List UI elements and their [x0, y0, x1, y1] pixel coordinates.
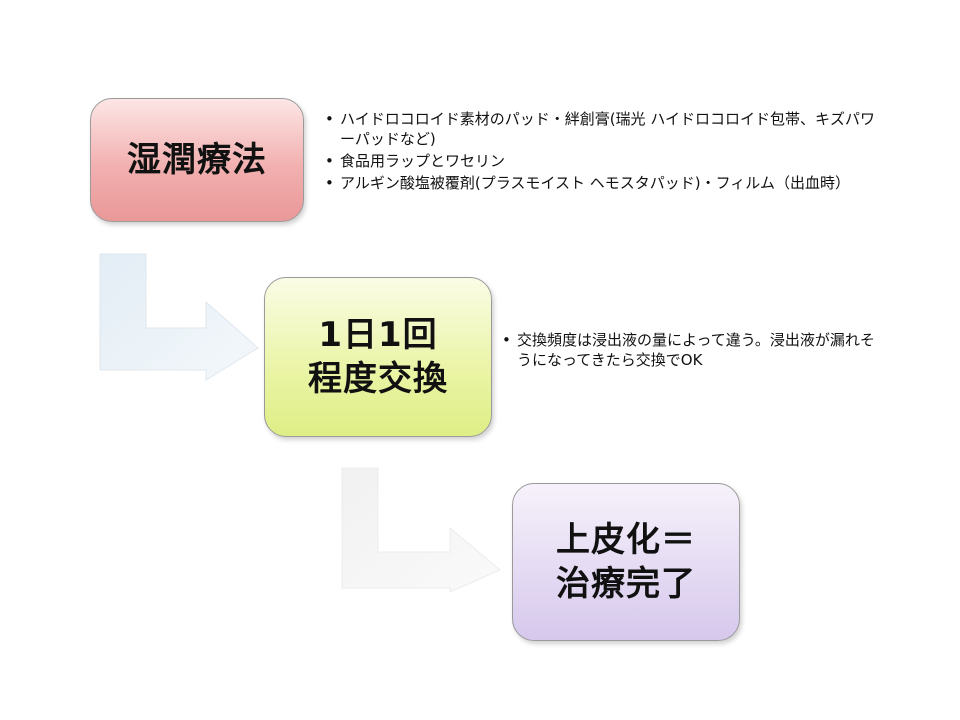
step-title-line: 程度交換: [308, 359, 448, 399]
notes-wet-therapy: • ハイドロコロイド素材のパッド・絆創膏(瑞光 ハイドロコロイド包帯、キズパワー…: [325, 109, 885, 195]
note-text: 食品用ラップとワセリン: [340, 152, 506, 170]
arrow-step1-to-step2: [99, 253, 259, 381]
step-box-healing: 上皮化＝ 治療完了: [512, 483, 740, 641]
arrow-step2-to-step3: [341, 467, 501, 593]
step-title-line: 上皮化＝: [556, 520, 696, 560]
step-box-wet-therapy: 湿潤療法: [90, 98, 304, 222]
step-title-line: 1日1回: [318, 315, 438, 355]
step-title-line: 湿潤療法: [127, 140, 267, 180]
list-item: • ハイドロコロイド素材のパッド・絆創膏(瑞光 ハイドロコロイド包帯、キズパワー…: [325, 109, 885, 149]
bullet-icon: •: [325, 110, 334, 128]
note-text: ハイドロコロイド素材のパッド・絆創膏(瑞光 ハイドロコロイド包帯、キズパワーパッ…: [340, 110, 876, 148]
bullet-icon: •: [502, 331, 511, 349]
step-box-exchange: 1日1回 程度交換: [264, 277, 492, 437]
bullet-icon: •: [325, 174, 334, 192]
note-text: 交換頻度は浸出液の量によって違う。浸出液が漏れそうになってきたら交換でOK: [517, 331, 875, 369]
note-text: アルギン酸塩被覆剤(プラスモイスト ヘモスタパッド)・フィルム（出血時）: [340, 174, 850, 192]
step-title-line: 治療完了: [556, 564, 696, 604]
list-item: • アルギン酸塩被覆剤(プラスモイスト ヘモスタパッド)・フィルム（出血時）: [325, 173, 885, 193]
list-item: • 食品用ラップとワセリン: [325, 151, 885, 171]
list-item: • 交換頻度は浸出液の量によって違う。浸出液が漏れそうになってきたら交換でOK: [502, 330, 882, 370]
notes-exchange: • 交換頻度は浸出液の量によって違う。浸出液が漏れそうになってきたら交換でOK: [502, 330, 882, 372]
bullet-icon: •: [325, 152, 334, 170]
